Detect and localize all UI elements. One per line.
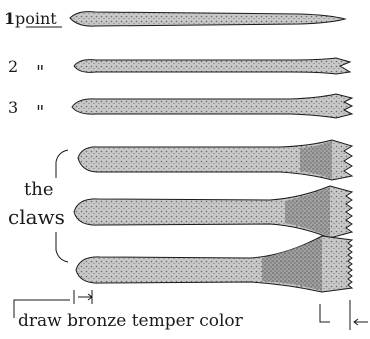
edge-arrow (354, 319, 368, 325)
chisel-fine-claw (76, 236, 352, 292)
chisel-point (70, 12, 345, 27)
chisel-many-claw (74, 186, 352, 238)
row2-number: 2 (8, 57, 18, 76)
caption-bracket-right (320, 304, 330, 322)
row1-number: 1 (4, 9, 15, 28)
chisel-three-claw (72, 94, 352, 118)
row3-ditto-mark: " (36, 102, 44, 123)
chisel-four-claw (78, 140, 352, 180)
temper-arrow (78, 294, 92, 300)
claws-label-the: the (24, 179, 53, 200)
row1-point-label: point (15, 9, 57, 28)
row2-ditto-mark: " (36, 62, 44, 83)
row3-number: 3 (8, 98, 18, 117)
chisel-two-claw (74, 58, 350, 74)
claws-bracket-bottom (56, 232, 68, 262)
claws-label-claws: claws (8, 205, 65, 229)
claws-bracket-top (56, 150, 68, 178)
caption-text: draw bronze temper color (18, 311, 244, 331)
